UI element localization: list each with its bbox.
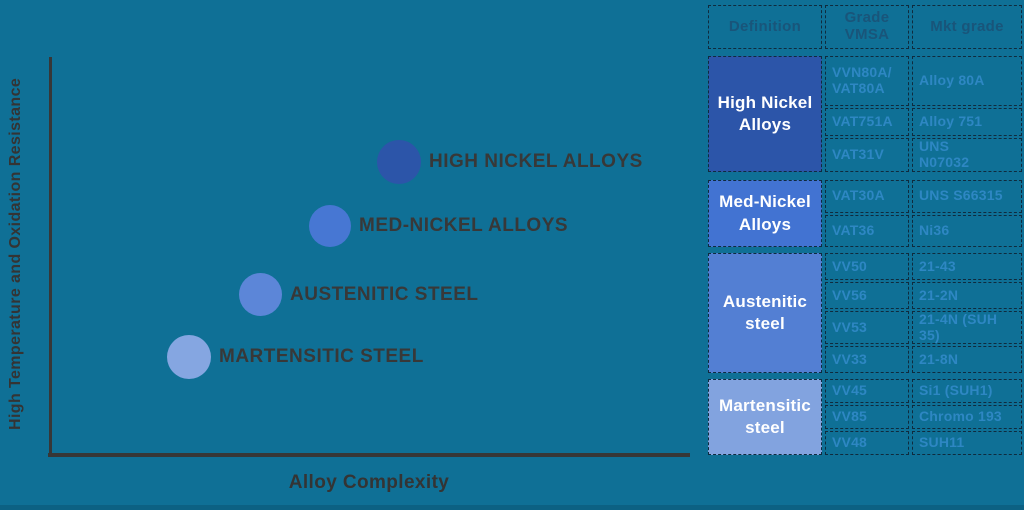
definition-cell: Austenitic steel <box>708 253 822 373</box>
column-header-grade-vmsa: Grade VMSA <box>825 5 909 49</box>
mkt-grade-cell: 21-2N <box>912 282 1022 309</box>
grade-cell: VAT30A <box>825 180 909 213</box>
y-axis-title: High Temperature and Oxidation Resistanc… <box>7 77 24 431</box>
table-group-high-nickel-alloys: High Nickel Alloys VVN80A/ VAT80A Alloy … <box>708 56 1022 172</box>
definition-cell: Med-Nickel Alloys <box>708 180 822 247</box>
mkt-grade-cell: Alloy 751 <box>912 108 1022 136</box>
grade-cell: VAT36 <box>825 214 909 247</box>
grade-cell: VV45 <box>825 379 909 403</box>
data-point-med-nickel-alloys: MED-NICKEL ALLOYS <box>309 205 568 247</box>
bubble-marker <box>239 273 282 316</box>
x-axis-title: Alloy Complexity <box>288 472 450 493</box>
table-group-martensitic-steel: Martensitic steel VV45 Si1 (SUH1) VV85 C… <box>708 379 1022 455</box>
grade-cell: VAT31V <box>825 138 909 172</box>
mkt-grade-cell: 21-4N (SUH 35) <box>912 311 1022 344</box>
y-axis-line <box>49 57 52 456</box>
grade-cell: VV33 <box>825 346 909 373</box>
definition-cell: Martensitic steel <box>708 379 822 455</box>
grade-cell: VV85 <box>825 405 909 429</box>
grade-cell: VV48 <box>825 431 909 455</box>
mkt-grade-cell: SUH11 <box>912 431 1022 455</box>
table-group-med-nickel-alloys: Med-Nickel Alloys VAT30A UNS S66315 VAT3… <box>708 180 1022 247</box>
column-header-definition: Definition <box>708 5 822 49</box>
data-point-high-nickel-alloys: HIGH NICKEL ALLOYS <box>377 140 643 184</box>
mkt-grade-cell: UNS S66315 <box>912 180 1022 213</box>
data-point-austenitic-steel: AUSTENITIC STEEL <box>239 273 479 316</box>
column-header-mkt-grade: Mkt grade <box>912 5 1022 49</box>
grades-table: Definition Grade VMSA Mkt grade High Nic… <box>708 5 1022 455</box>
grade-cell: VV53 <box>825 311 909 344</box>
grade-cell: VV56 <box>825 282 909 309</box>
definition-cell: High Nickel Alloys <box>708 56 822 172</box>
mkt-grade-cell: Alloy 80A <box>912 56 1022 106</box>
mkt-grade-cell: Si1 (SUH1) <box>912 379 1022 403</box>
data-point-label: HIGH NICKEL ALLOYS <box>429 151 643 172</box>
alloy-bubble-chart: High Temperature and Oxidation Resistanc… <box>7 57 690 493</box>
mkt-grade-cell: Chromo 193 <box>912 405 1022 429</box>
data-point-martensitic-steel: MARTENSITIC STEEL <box>167 335 424 379</box>
bottom-edge-shadow <box>0 505 1024 510</box>
grade-cell: VV50 <box>825 253 909 280</box>
x-axis-line <box>48 453 690 457</box>
bubble-marker <box>377 140 421 184</box>
bubble-marker <box>309 205 351 247</box>
grade-cell: VAT751A <box>825 108 909 136</box>
bubble-marker <box>167 335 211 379</box>
table-group-austenitic-steel: Austenitic steel VV50 21-43 VV56 21-2N V… <box>708 253 1022 373</box>
mkt-grade-cell: UNS N07032 <box>912 138 1022 172</box>
grade-cell: VVN80A/ VAT80A <box>825 56 909 106</box>
mkt-grade-cell: Ni36 <box>912 214 1022 247</box>
data-point-label: MARTENSITIC STEEL <box>219 346 424 367</box>
mkt-grade-cell: 21-43 <box>912 253 1022 280</box>
table-header-row: Definition Grade VMSA Mkt grade <box>708 5 1022 49</box>
mkt-grade-cell: 21-8N <box>912 346 1022 373</box>
data-point-label: MED-NICKEL ALLOYS <box>359 215 569 236</box>
data-point-label: AUSTENITIC STEEL <box>290 283 479 305</box>
